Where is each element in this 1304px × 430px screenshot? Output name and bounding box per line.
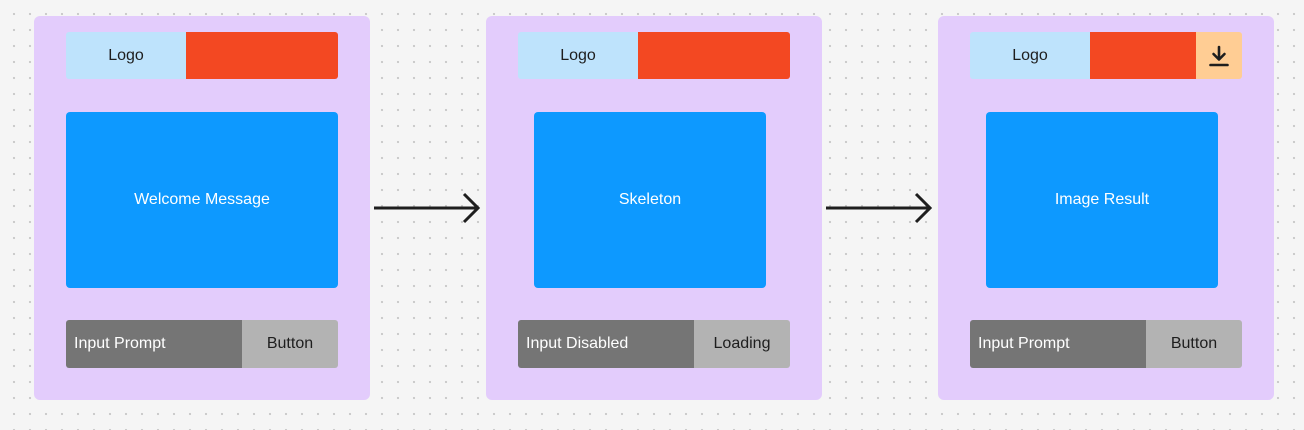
logo: Logo	[518, 32, 638, 79]
download-icon	[1209, 45, 1229, 66]
input-field-disabled: Input Disabled	[518, 320, 694, 368]
input-field[interactable]: Input Prompt	[66, 320, 242, 368]
skeleton-area: Skeleton	[534, 112, 766, 288]
loading-button: Loading	[694, 320, 790, 368]
submit-button[interactable]: Button	[1146, 320, 1242, 368]
logo: Logo	[970, 32, 1090, 79]
screen-frame-welcome: Logo Welcome Message Input Prompt Button	[34, 16, 370, 400]
screen-frame-loading: Logo Skeleton Input Disabled Loading	[486, 16, 822, 400]
screen-frame-result: Logo Image Result Input Prompt Button	[938, 16, 1274, 400]
header-bar	[638, 32, 790, 79]
logo: Logo	[66, 32, 186, 79]
header-bar	[186, 32, 338, 79]
arrow-right-icon	[374, 192, 481, 224]
arrow-right-icon	[826, 192, 933, 224]
submit-button[interactable]: Button	[242, 320, 338, 368]
download-button[interactable]	[1196, 32, 1242, 79]
header-bar	[1090, 32, 1196, 79]
image-result-area: Image Result	[986, 112, 1218, 288]
input-field[interactable]: Input Prompt	[970, 320, 1146, 368]
content-area: Welcome Message	[66, 112, 338, 288]
